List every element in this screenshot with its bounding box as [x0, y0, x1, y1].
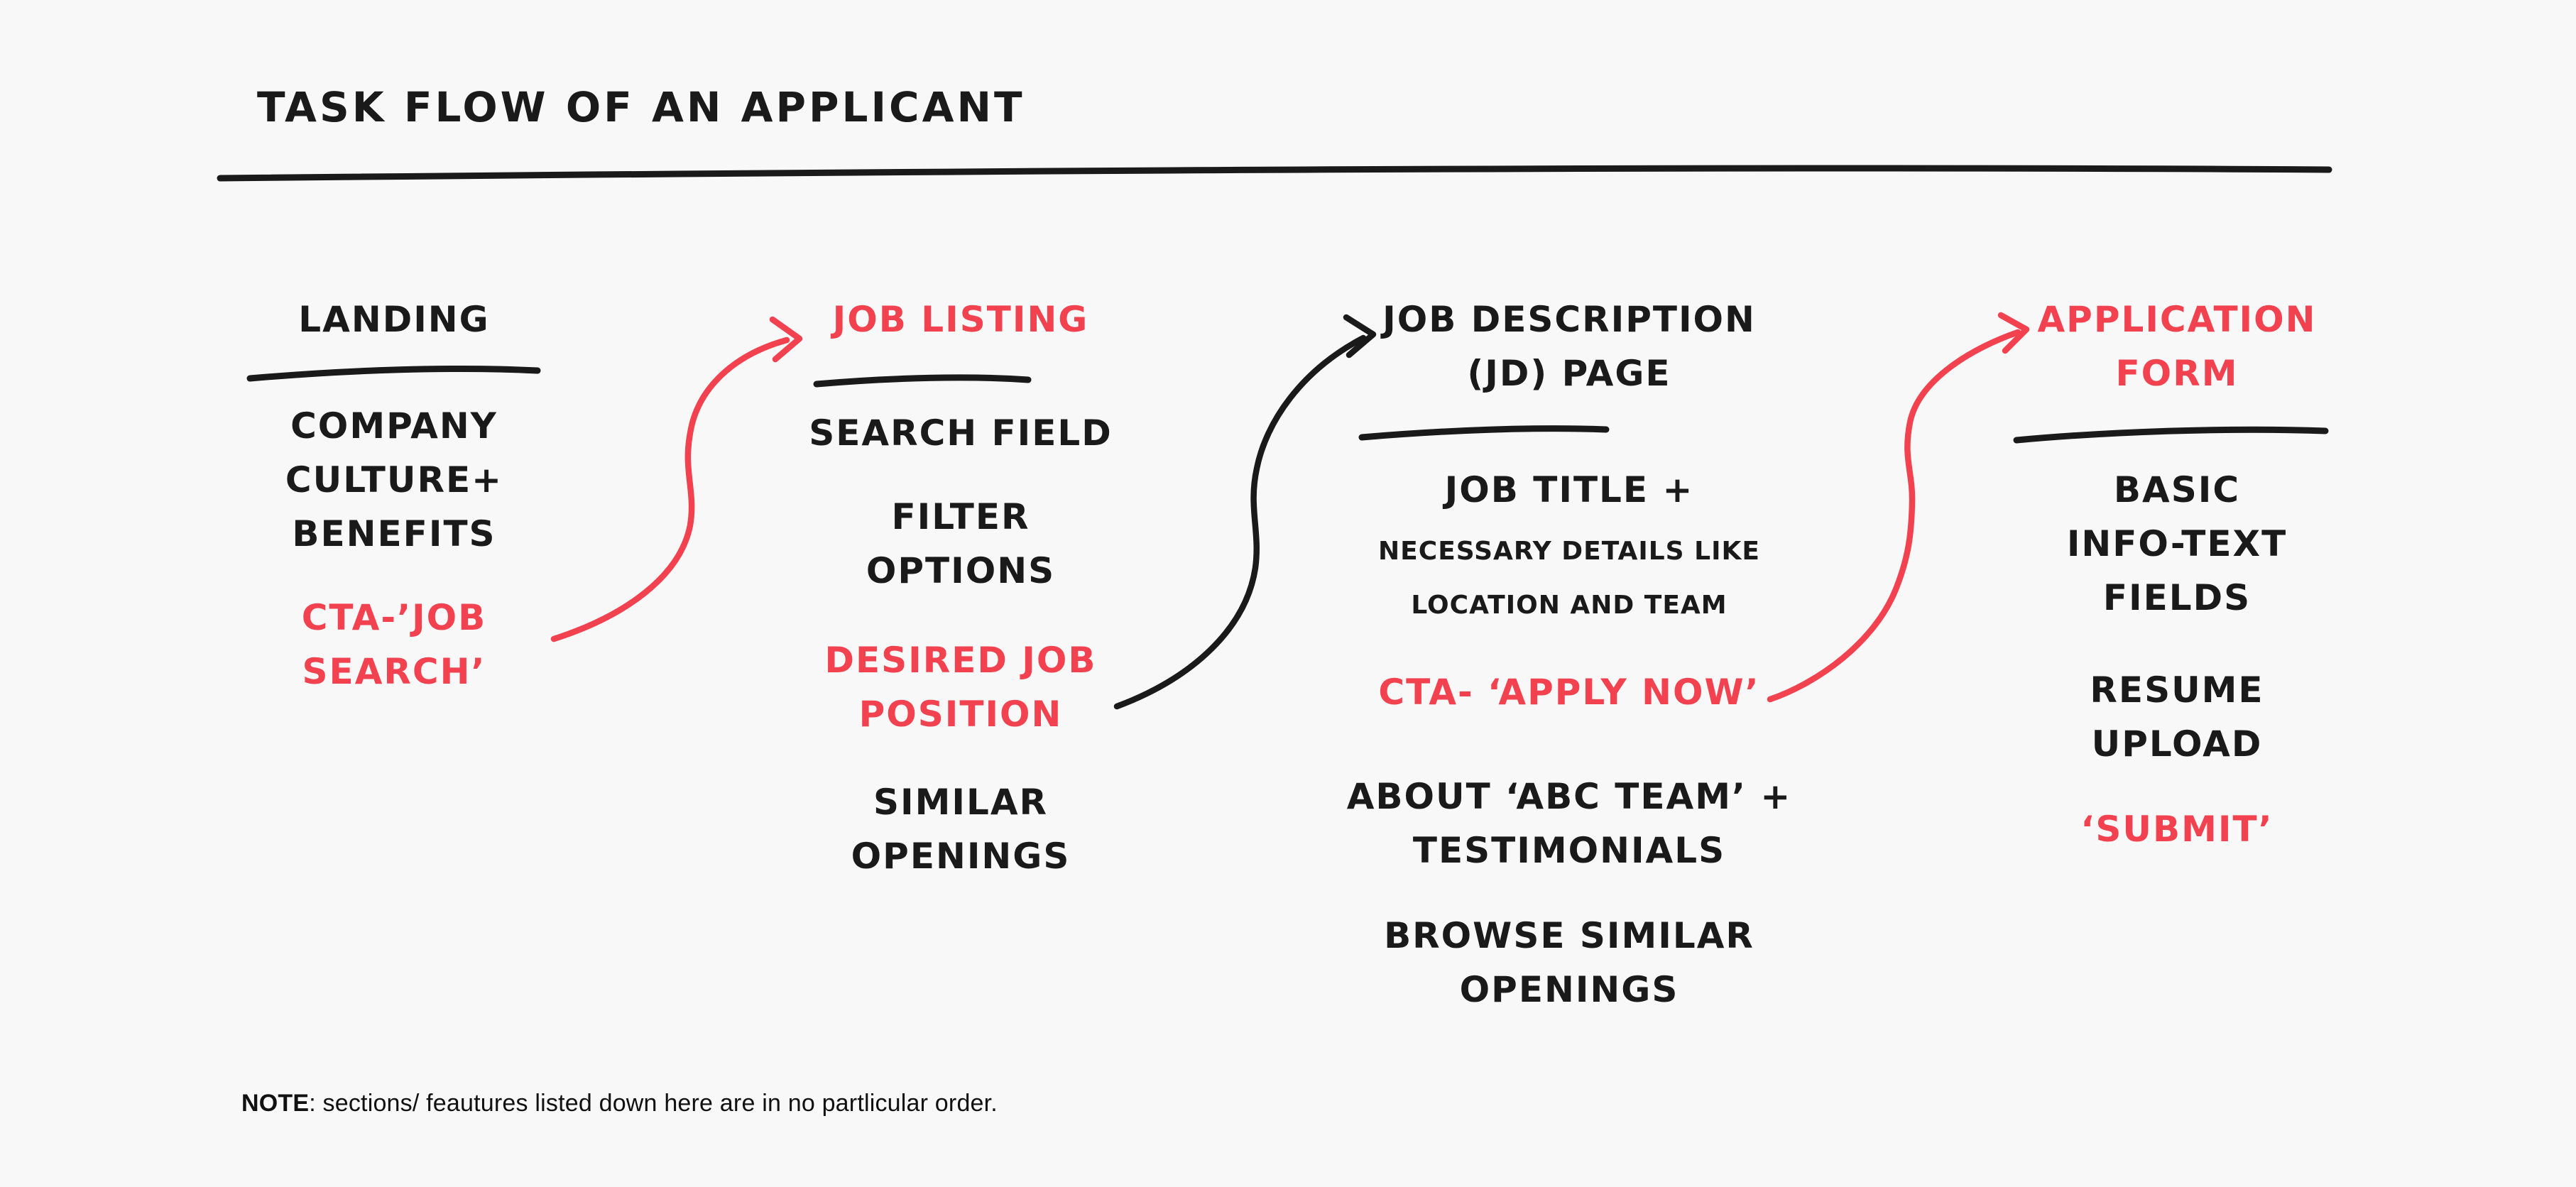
column-job-listing-heading: JOB LISTING — [832, 299, 1089, 340]
page-title: TASK FLOW OF AN APPLICANT — [257, 83, 1025, 131]
job-listing-item-search-field: SEARCH FIELD — [809, 412, 1113, 454]
arrowhead-icon — [1343, 314, 1377, 359]
job-listing-item-filter-options: FILTER OPTIONS — [866, 496, 1056, 591]
column-landing-heading: LANDING — [298, 299, 490, 340]
arrow-curve — [1767, 329, 2021, 703]
jd-page-item-necessary-details: NECESSARY DETAILS LIKE LOCATION AND TEAM — [1378, 537, 1760, 620]
note-text: : sections/ feautures listed down here a… — [309, 1090, 998, 1117]
column-jd-page-heading: JOB DESCRIPTION (JD) PAGE — [1382, 299, 1756, 394]
application-form-item-submit: ‘SUBMIT’ — [2080, 809, 2274, 850]
arrowhead-icon — [1997, 312, 2030, 354]
note: NOTE: sections/ feautures listed down he… — [241, 1089, 998, 1117]
landing-item-company-culture-benefits: COMPANY CULTURE+ BENEFITS — [285, 405, 503, 554]
jd-page-item-cta-apply-now: CTA- ‘APPLY NOW’ — [1378, 672, 1760, 713]
arrow-jd-page-to-application-form — [1767, 312, 2030, 703]
column-application-form-heading: APPLICATION FORM — [2037, 299, 2317, 394]
job-listing-item-similar-openings: SIMILAR OPENINGS — [851, 782, 1071, 877]
arrow-curve — [1113, 334, 1367, 710]
landing-underline — [246, 365, 541, 382]
application-form-underline — [2013, 426, 2329, 444]
jd-page-item-about-team-testimonials: ABOUT ‘ABC TEAM’ + TESTIMONIALS — [1346, 776, 1792, 871]
job-listing-underline — [813, 374, 1032, 388]
job-listing-item-desired-job-position: DESIRED JOB POSITION — [824, 640, 1097, 735]
arrowhead-icon — [769, 316, 803, 363]
jd-page-item-job-title: JOB TITLE + — [1444, 469, 1694, 510]
application-form-item-resume-upload: RESUME UPLOAD — [2090, 669, 2264, 765]
jd-page-item-browse-similar-openings: BROWSE SIMILAR OPENINGS — [1384, 915, 1754, 1010]
application-form-item-basic-info-fields: BASIC INFO-TEXT FIELDS — [2066, 469, 2288, 618]
arrow-landing-to-job-listing — [550, 316, 803, 642]
note-label: NOTE — [241, 1090, 310, 1117]
arrow-curve — [550, 337, 790, 642]
arrow-job-listing-to-jd-page — [1113, 314, 1377, 710]
landing-item-cta-job-search: CTA-’JOB SEARCH’ — [301, 597, 487, 692]
jd-page-underline — [1358, 425, 1610, 441]
title-underline — [217, 165, 2332, 182]
